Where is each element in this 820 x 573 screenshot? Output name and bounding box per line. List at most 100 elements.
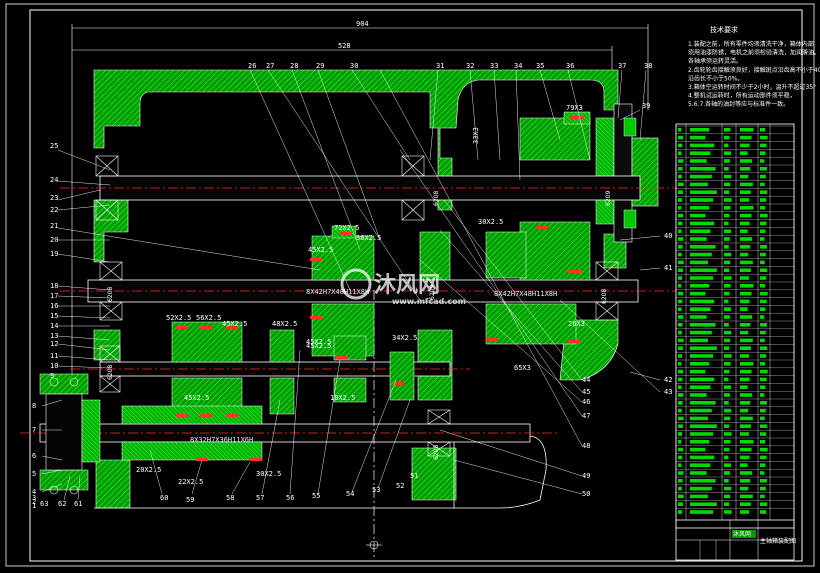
table-cell-mark bbox=[678, 190, 683, 194]
table-cell-mark bbox=[690, 143, 715, 148]
table-cell-mark bbox=[690, 299, 715, 304]
table-cell-mark bbox=[724, 471, 730, 475]
table-cell-mark bbox=[690, 377, 715, 382]
table-cell-mark bbox=[724, 330, 732, 335]
table-cell-mark bbox=[678, 268, 683, 272]
gear-label: 36X2.5 bbox=[356, 234, 381, 242]
part-balloon: 38 bbox=[644, 62, 652, 70]
table-cell-mark bbox=[690, 159, 707, 163]
outer-frame bbox=[5, 3, 815, 567]
part-balloon: 20 bbox=[50, 236, 58, 244]
right-flange-assembly bbox=[595, 103, 659, 243]
gear-label: 79X3 bbox=[566, 104, 583, 112]
table-cell-mark bbox=[740, 510, 749, 514]
balloon-group-left: 2524232221201918171615141312111098765432… bbox=[32, 142, 58, 510]
table-cell-mark bbox=[690, 174, 712, 179]
table-cell-mark bbox=[740, 502, 751, 506]
table-cell-mark bbox=[760, 315, 765, 319]
table-cell-mark bbox=[678, 174, 682, 179]
table-cell-mark bbox=[760, 229, 766, 233]
table-cell-mark bbox=[678, 167, 683, 171]
part-balloon: 43 bbox=[664, 388, 672, 396]
part-balloon: 7 bbox=[32, 426, 36, 434]
part-balloon: 55 bbox=[312, 492, 320, 500]
table-cell-mark bbox=[740, 174, 749, 179]
table-cell-mark bbox=[760, 299, 767, 304]
part-balloon: 26 bbox=[248, 62, 256, 70]
table-cell-mark bbox=[678, 128, 682, 132]
part-balloon: 10 bbox=[50, 362, 58, 370]
table-cell-mark bbox=[724, 377, 729, 382]
part-balloon: 59 bbox=[186, 496, 194, 504]
gear-label: 45X2.5 bbox=[308, 246, 333, 254]
table-cell-mark bbox=[760, 401, 767, 405]
table-cell-mark bbox=[690, 486, 712, 491]
table-cell-mark bbox=[678, 408, 682, 413]
table-cell-mark bbox=[740, 268, 751, 272]
table-cell-mark bbox=[724, 362, 731, 366]
part-balloon: 42 bbox=[664, 376, 672, 384]
table-cell-mark bbox=[760, 221, 767, 226]
table-cell-mark bbox=[690, 182, 708, 187]
table-cell-mark bbox=[740, 369, 752, 374]
table-cell-mark bbox=[724, 338, 731, 343]
table-cell-mark bbox=[690, 252, 712, 257]
table-cell-mark bbox=[740, 206, 754, 210]
table-cell-mark bbox=[740, 377, 750, 382]
part-balloon: 24 bbox=[50, 176, 58, 184]
gear-label: 18X2.5 bbox=[330, 394, 355, 402]
table-cell-mark bbox=[724, 291, 730, 296]
tech-note-line: 5.6.7.各轴的油封等应与标准件一致。 bbox=[688, 100, 789, 108]
table-cell-mark bbox=[678, 284, 682, 288]
part-balloon: 46 bbox=[582, 398, 590, 406]
table-cell-mark bbox=[690, 206, 710, 210]
table-cell-mark bbox=[740, 190, 751, 194]
table-cell-mark bbox=[724, 455, 729, 460]
table-cell-mark bbox=[724, 151, 731, 155]
table-cell-mark bbox=[724, 502, 730, 506]
table-cell-mark bbox=[760, 135, 768, 140]
table-cell-mark bbox=[740, 143, 750, 148]
gear-label: 45X2.5 bbox=[222, 320, 247, 328]
tech-note-line: 4.整机试运转时，所有运动部件须平稳， bbox=[688, 92, 796, 100]
table-cell-mark bbox=[724, 268, 730, 272]
bearing-label: 6208 bbox=[433, 445, 440, 460]
tech-note-line: 3.箱体空运转时间不少于2小时，温升不超过35° bbox=[688, 83, 816, 91]
table-cell-mark bbox=[760, 307, 766, 311]
bearing-label: 6208 bbox=[107, 365, 114, 380]
table-cell-mark bbox=[690, 330, 712, 335]
table-cell-mark bbox=[690, 338, 708, 343]
table-cell-mark bbox=[740, 167, 751, 171]
table-cell-mark bbox=[740, 455, 750, 460]
table-cell-mark bbox=[678, 471, 684, 475]
table-cell-mark bbox=[760, 268, 768, 272]
table-cell-mark bbox=[690, 494, 708, 499]
table-cell-mark bbox=[690, 510, 714, 514]
table-cell-mark bbox=[678, 401, 683, 405]
part-balloon: 36 bbox=[566, 62, 574, 70]
table-cell-mark bbox=[724, 128, 731, 132]
table-cell-mark bbox=[760, 213, 768, 218]
table-cell-mark bbox=[740, 494, 753, 499]
table-cell-mark bbox=[724, 174, 732, 179]
table-cell-mark bbox=[724, 135, 730, 140]
table-cell-mark bbox=[678, 159, 684, 163]
table-cell-mark bbox=[678, 393, 684, 397]
bearings bbox=[95, 155, 619, 457]
table-cell-mark bbox=[724, 167, 729, 171]
table-cell-mark bbox=[724, 369, 730, 374]
table-cell-mark bbox=[724, 252, 732, 257]
table-cell-mark bbox=[690, 307, 711, 311]
table-cell-mark bbox=[724, 354, 732, 358]
table-cell-mark bbox=[678, 182, 684, 187]
table-cell-mark bbox=[760, 182, 765, 187]
table-cell-mark bbox=[760, 237, 765, 241]
table-cell-mark bbox=[760, 377, 767, 382]
table-cell-mark bbox=[760, 167, 767, 171]
part-balloon: 28 bbox=[290, 62, 298, 70]
table-cell-mark bbox=[740, 323, 751, 327]
table-cell-mark bbox=[740, 237, 753, 241]
bearing-label: 6208 bbox=[433, 191, 440, 206]
table-cell-mark bbox=[678, 377, 683, 382]
